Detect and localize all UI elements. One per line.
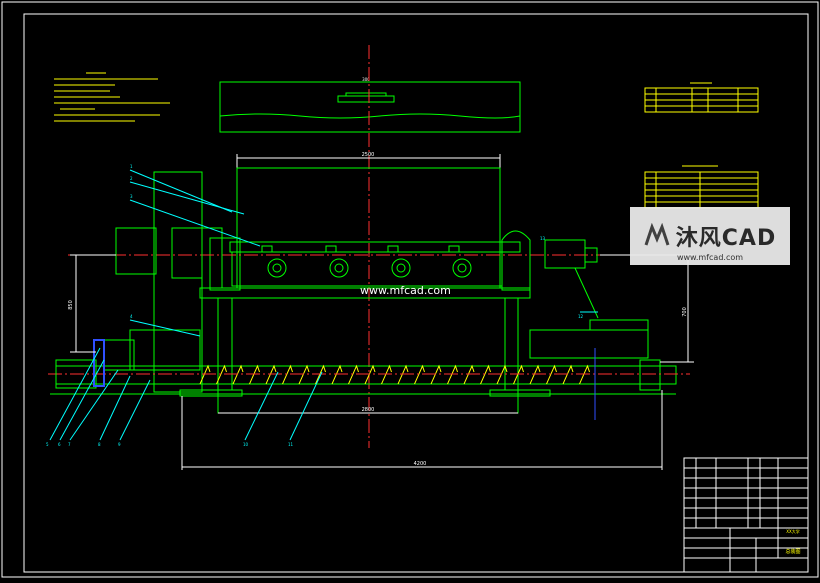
screw-flight <box>546 364 557 385</box>
part-label-1: 1 <box>130 164 133 169</box>
dim-overall-length-line <box>181 390 663 470</box>
dim-right-height-line <box>600 254 694 363</box>
mfcad-logo-icon <box>644 222 670 249</box>
dim-left-height: 850 <box>68 300 74 310</box>
leader-lines <box>49 169 598 441</box>
parameter-table-2 <box>644 165 759 209</box>
top-hopper <box>219 81 521 133</box>
technical-notes <box>54 72 170 122</box>
screw-flight <box>414 364 425 385</box>
part-label-7: 7 <box>68 442 71 447</box>
part-label-11: 11 <box>288 442 294 447</box>
dim-left-height-line <box>70 254 116 353</box>
screw-flight <box>463 364 475 385</box>
dim-bottom-width: 2800 <box>362 407 375 413</box>
dim-top-width: 2500 <box>362 152 375 158</box>
part-label-13: 13 <box>540 236 546 241</box>
inner-frame <box>23 13 809 573</box>
screw-flight <box>298 364 310 385</box>
screw-flight <box>282 364 293 385</box>
screw-flights <box>199 364 590 385</box>
screw-flight <box>430 364 442 385</box>
watermark-logo-text: 沐风CAD <box>675 226 777 251</box>
screw-flight <box>562 364 574 385</box>
part-label-12: 12 <box>578 314 584 319</box>
title-block <box>683 457 809 573</box>
dim-right-height: 700 <box>682 307 688 317</box>
site-url-overlay: www.mfcad.com <box>360 284 451 297</box>
title-subtitle: XX大学 <box>786 528 799 534</box>
parameter-table-1 <box>644 82 759 113</box>
part-label-2: 2 <box>130 176 133 181</box>
screw-flight <box>216 364 227 385</box>
dim-top-marker: 300 <box>362 77 370 82</box>
part-label-10: 10 <box>243 442 249 447</box>
screw-flight <box>232 364 244 385</box>
screw-flight <box>480 364 491 385</box>
part-label-8: 8 <box>98 442 101 447</box>
screw-flight <box>529 364 541 385</box>
left-drive-housing <box>103 171 223 393</box>
screw-flight <box>199 364 211 385</box>
screw-flight <box>364 364 376 385</box>
part-label-5: 5 <box>46 442 49 447</box>
screw-flight <box>348 364 359 385</box>
screw-flight <box>265 364 277 385</box>
screw-flight <box>315 364 326 385</box>
main-vessel <box>209 167 521 291</box>
right-drive <box>501 230 649 359</box>
title-drawing-name: 总装图 <box>785 548 800 555</box>
dim-overall-length: 4200 <box>414 461 427 467</box>
screw-flight <box>496 364 508 385</box>
screw-flight <box>381 364 392 385</box>
dim-top-width-line <box>236 154 501 168</box>
gearbox-row <box>261 245 472 278</box>
part-label-4: 4 <box>130 314 133 319</box>
screw-flight <box>447 364 458 385</box>
screw-flight <box>331 364 343 385</box>
part-label-9: 9 <box>118 442 121 447</box>
screw-flight <box>513 364 524 385</box>
part-label-6: 6 <box>58 442 61 447</box>
watermark-badge: 沐风CAD www.mfcad.com <box>630 207 790 265</box>
screw-flight <box>397 364 409 385</box>
left-motor <box>55 339 105 389</box>
part-label-3: 3 <box>130 194 133 199</box>
screw-flight <box>579 364 590 385</box>
screw-flight <box>249 364 260 385</box>
watermark-sub-text: www.mfcad.com <box>676 253 744 262</box>
